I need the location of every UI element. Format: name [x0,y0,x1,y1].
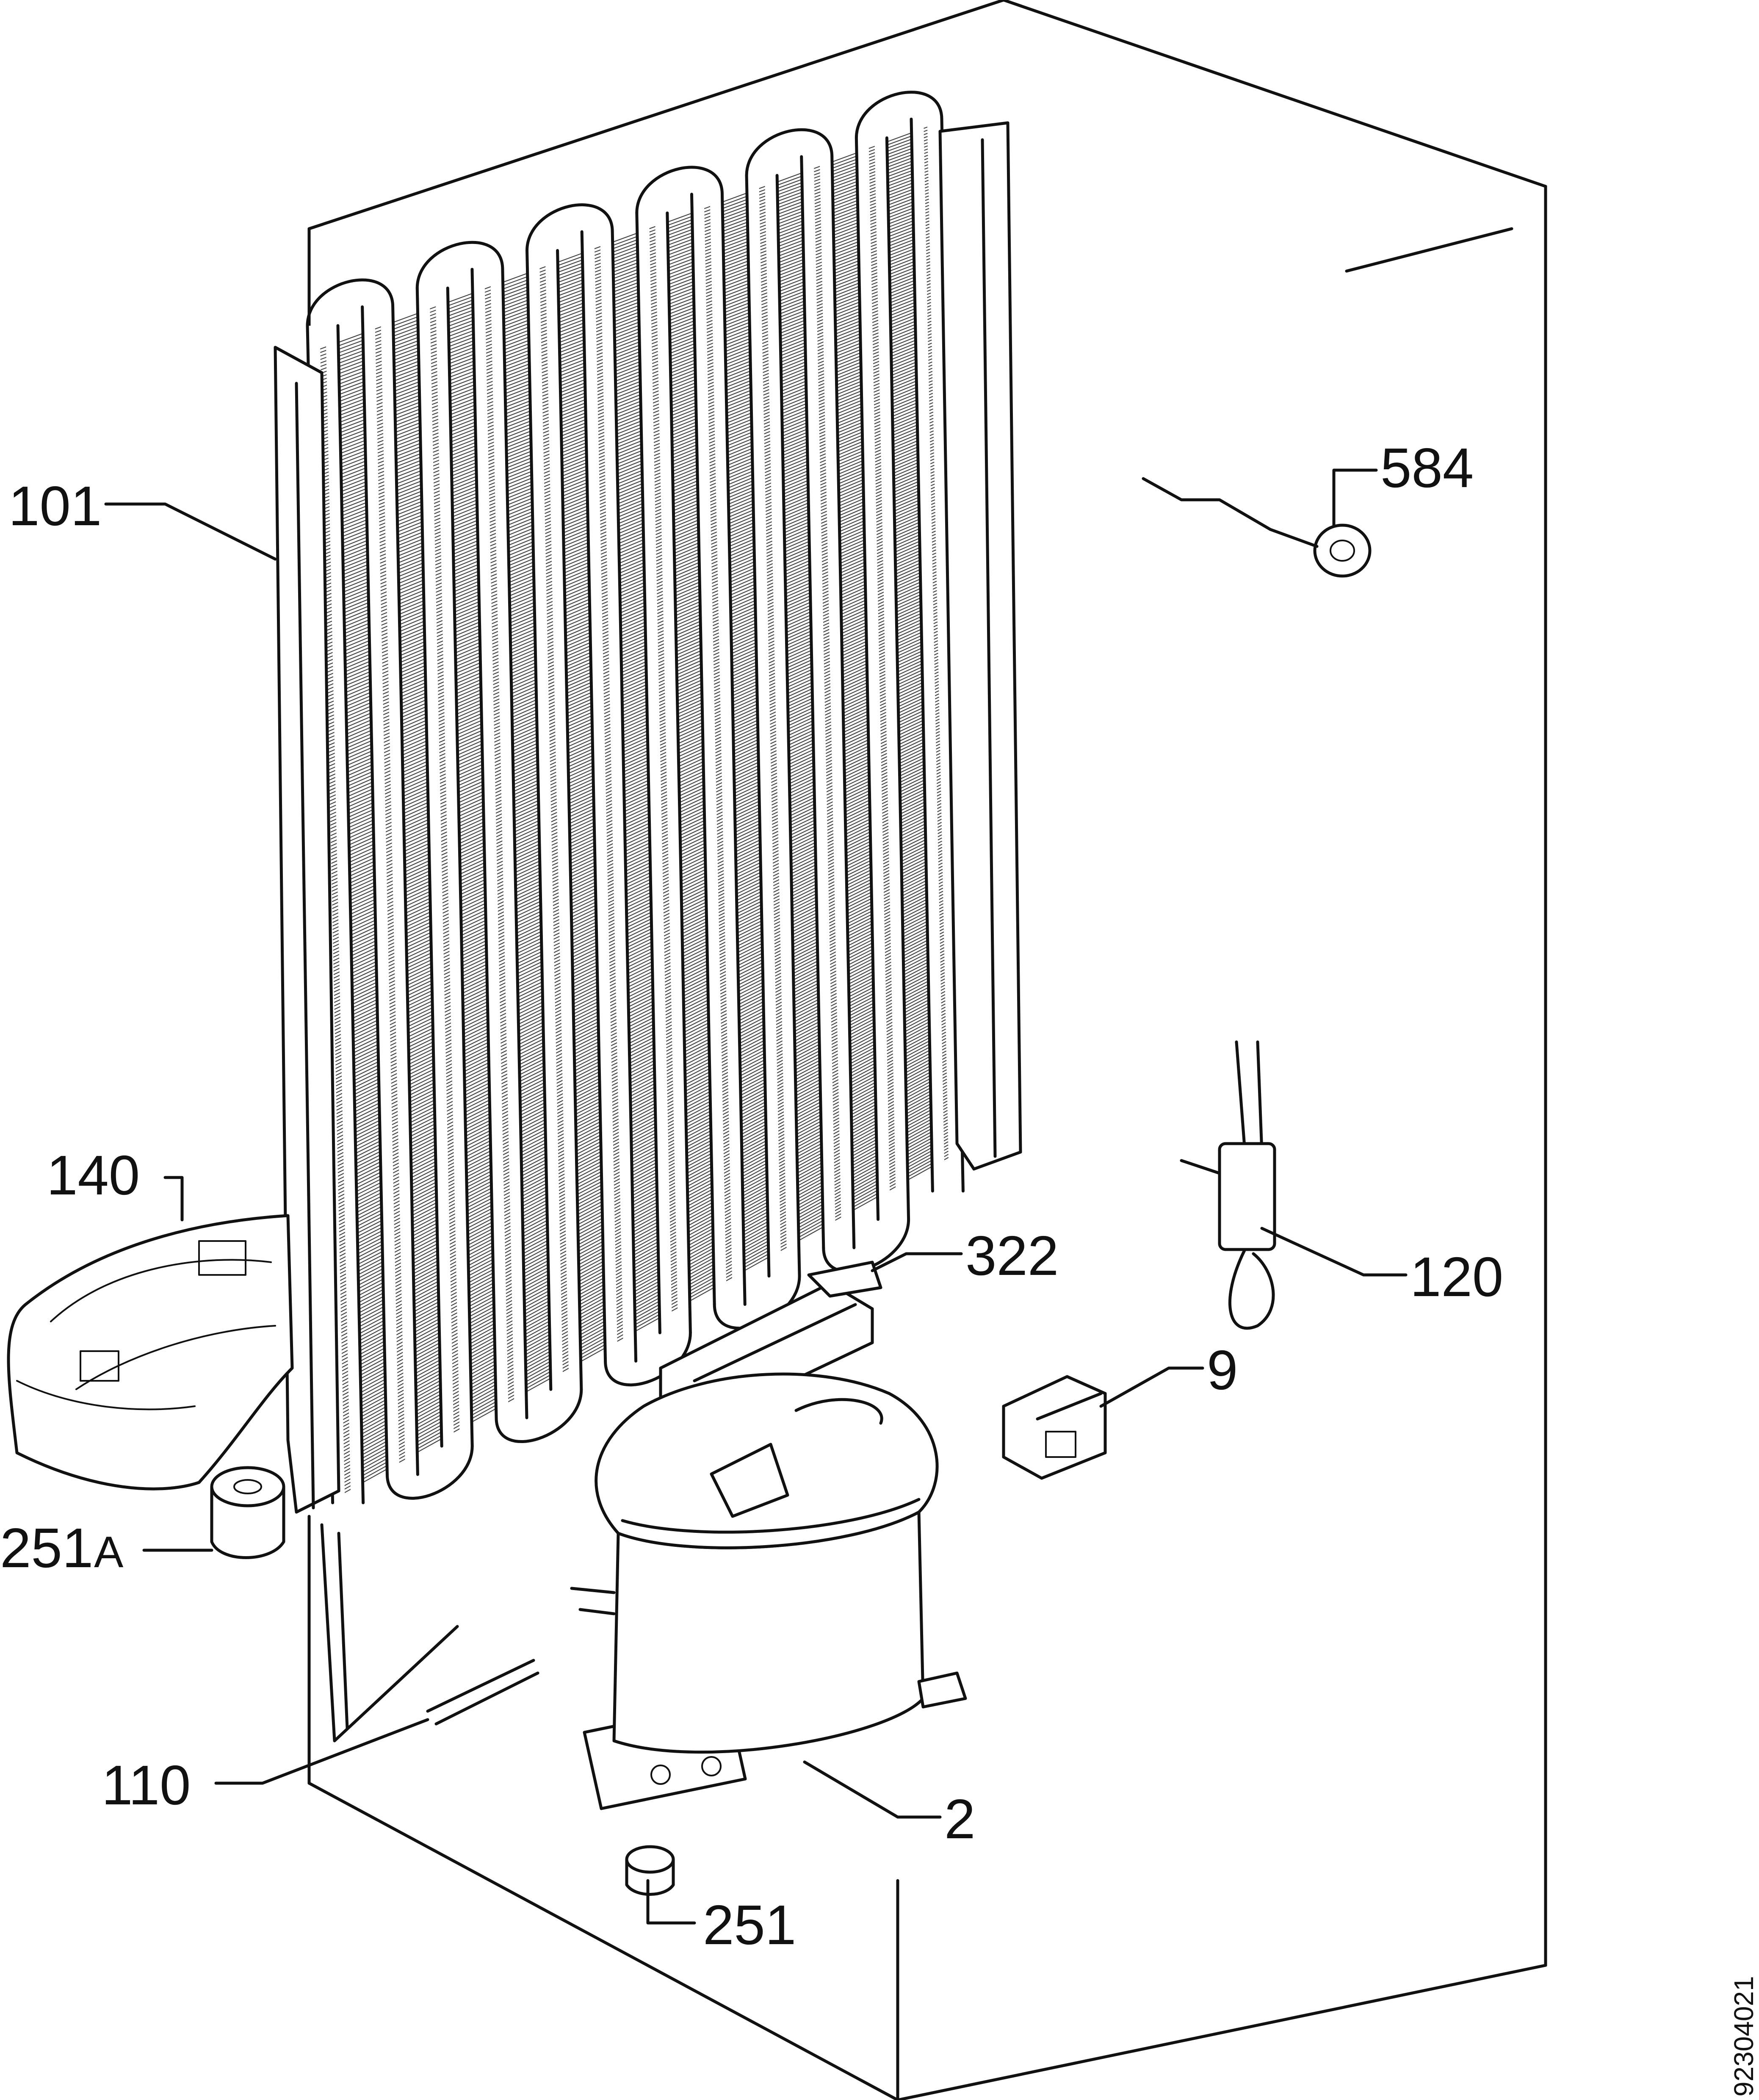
part-label-2: 2 [944,1788,975,1850]
leader-101 [104,502,277,561]
thermal-protector-part [1002,1375,1107,1480]
part-label-140: 140 [47,1144,140,1206]
compressor-part [570,1372,967,1810]
leader-2 [803,1760,942,1819]
leader-120 [1260,1227,1408,1277]
grommet-a-part [210,1466,285,1559]
starter-relay-part [1180,1040,1276,1330]
part-label-251: 251 [703,1894,796,1956]
drain-tray [7,1214,294,1491]
leader-584 [1332,468,1378,527]
condenser-tubes [306,91,965,1504]
leader-322 [871,1252,963,1272]
leader-lines [104,468,1408,1925]
document-number: 92304021 [1729,1976,1759,2097]
part-label-251a: 251 A [0,1517,124,1579]
condenser-right-bracket [938,121,1022,1171]
part-label-9: 9 [1207,1339,1238,1401]
leader-9 [1099,1366,1204,1408]
thermostat-capillary-part [1142,477,1372,578]
leader-110 [214,1718,429,1785]
part-label-584: 584 [1380,437,1474,499]
part-label-251a-suffix: A [94,1528,124,1577]
part-label-120: 120 [1410,1246,1503,1308]
cabinet-outline [307,0,1547,2100]
part-label-101: 101 [8,475,102,537]
part-label-251a-number: 251 [0,1517,93,1579]
discharge-pipe [320,1523,459,1743]
part-label-110: 110 [102,1754,191,1816]
part-label-322: 322 [965,1225,1059,1287]
leader-140 [163,1176,184,1222]
drier-pipe-part [426,1659,539,1726]
condenser [274,91,1022,1743]
leader-251 [646,1879,696,1925]
part-labels: 584 101 140 322 120 9 251 A 110 2 251 [0,437,1503,1956]
grommet-part [625,1845,675,1896]
